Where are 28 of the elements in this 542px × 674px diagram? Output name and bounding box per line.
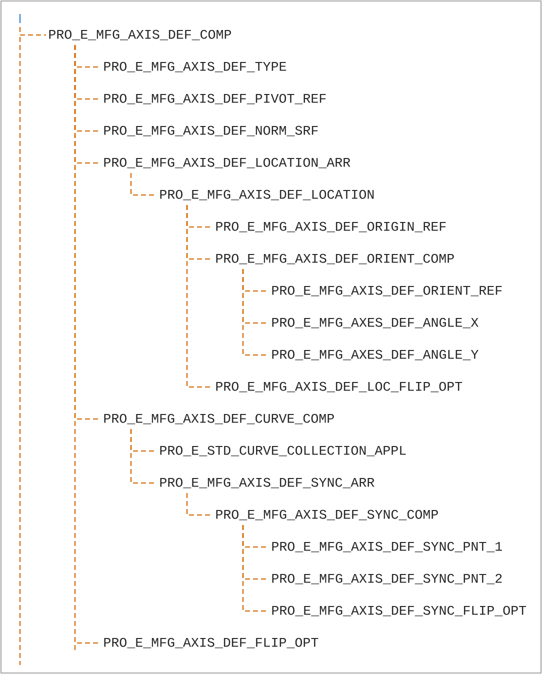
tree-connector <box>19 27 46 36</box>
tree-connector <box>74 45 101 644</box>
tree-label: PRO_E_MFG_AXES_DEF_ANGLE_Y <box>272 350 478 360</box>
tree-label: PRO_E_STD_CURVE_COLLECTION_APPL <box>160 446 406 456</box>
tree-label: PRO_E_MFG_AXIS_DEF_SYNC_ARR <box>160 478 374 488</box>
tree-label: PRO_E_MFG_AXIS_DEF_COMP <box>49 30 232 40</box>
tree-connector <box>186 493 213 516</box>
tree-connector <box>130 429 157 484</box>
tree-connector <box>130 173 157 196</box>
tree-label: PRO_E_MFG_AXIS_DEF_SYNC_COMP <box>216 510 438 520</box>
tree-label: PRO_E_MFG_AXIS_DEF_SYNC_FLIP_OPT <box>272 606 526 616</box>
tree-label: PRO_E_MFG_AXIS_DEF_SYNC_PNT_1 <box>272 542 502 552</box>
tree-label: PRO_E_MFG_AXIS_DEF_ORIGIN_REF <box>216 222 446 232</box>
tree-label: PRO_E_MFG_AXIS_DEF_LOCATION <box>160 190 374 200</box>
tree-label: PRO_E_MFG_AXIS_DEF_TYPE <box>104 62 286 72</box>
tree-label: PRO_E_MFG_AXIS_DEF_FLIP_OPT <box>104 638 318 648</box>
tree-connector <box>186 205 213 388</box>
tree-label: PRO_E_MFG_AXIS_DEF_LOC_FLIP_OPT <box>216 382 462 392</box>
tree-label: PRO_E_MFG_AXIS_DEF_LOCATION_ARR <box>104 158 350 168</box>
tree-label: PRO_E_MFG_AXIS_DEF_SYNC_PNT_2 <box>272 574 502 584</box>
tree-connector <box>242 525 269 612</box>
tree-connector <box>242 269 269 356</box>
tree-label: PRO_E_MFG_AXIS_DEF_PIVOT_REF <box>104 94 326 104</box>
tree-label: PRO_E_MFG_AXIS_DEF_CURVE_COMP <box>104 414 334 424</box>
tree-label: PRO_E_MFG_AXES_DEF_ANGLE_X <box>272 318 478 328</box>
tree-label: PRO_E_MFG_AXIS_DEF_ORIENT_REF <box>272 286 502 296</box>
tree-label: PRO_E_MFG_AXIS_DEF_NORM_SRF <box>104 126 318 136</box>
tree-label: PRO_E_MFG_AXIS_DEF_ORIENT_COMP <box>216 254 454 264</box>
